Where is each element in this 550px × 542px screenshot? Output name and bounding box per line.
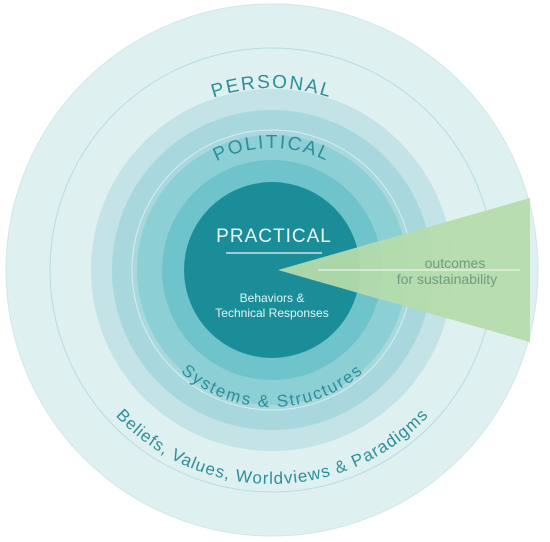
practical-label: PRACTICAL (216, 226, 332, 247)
outcomes-line2: for sustainability (397, 271, 497, 287)
practical-core (184, 182, 360, 358)
outcomes-line1: outcomes (425, 255, 486, 271)
core-description-line2: Technical Responses (215, 306, 328, 320)
core-description-line1: Behaviors & (240, 291, 305, 305)
